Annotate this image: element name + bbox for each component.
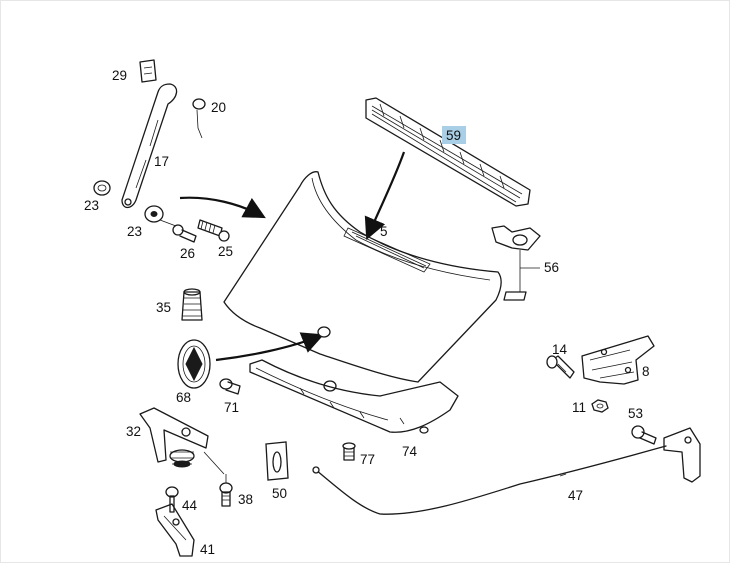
part-68-emblem[interactable] (177, 339, 211, 389)
label-14: 14 (552, 342, 568, 357)
label-68: 68 (176, 390, 191, 405)
label-29: 29 (112, 68, 127, 83)
arrow-grille-to-hood (364, 151, 406, 241)
part-8-hinge[interactable] (581, 335, 655, 385)
label-53: 53 (628, 406, 643, 421)
label-23-upper: 23 (84, 198, 99, 213)
part-47-cable[interactable] (312, 445, 667, 515)
part-56-clip[interactable] (491, 225, 541, 301)
label-59: 59 (446, 128, 461, 143)
part-71-push-clip[interactable] (219, 378, 241, 395)
part-32-latch-bracket[interactable] (139, 407, 209, 463)
part-14-bolt[interactable] (546, 355, 575, 379)
label-47: 47 (568, 488, 583, 503)
part-44-bolt[interactable] (165, 486, 179, 513)
part-59-cowl-grille[interactable] (365, 97, 531, 207)
part-74-hood-inner-frame[interactable] (249, 359, 459, 434)
label-44: 44 (182, 498, 198, 513)
connector-line (203, 451, 227, 484)
label-5: 5 (380, 224, 388, 239)
part-38-bolt[interactable] (219, 482, 233, 507)
part-50-buffer[interactable] (265, 441, 289, 481)
arrow-to-hood (179, 196, 266, 219)
part-41-catch-bracket[interactable] (155, 503, 195, 557)
part-5-hood[interactable] (223, 171, 502, 383)
part-77-bolt[interactable] (342, 442, 356, 461)
label-20: 20 (211, 100, 226, 115)
part-23-nut-upper[interactable] (93, 180, 111, 196)
part-53-fastener[interactable] (631, 425, 657, 445)
label-41: 41 (200, 542, 215, 557)
part-35-bump-stop[interactable] (181, 288, 203, 321)
label-11: 11 (572, 400, 586, 415)
label-25: 25 (218, 244, 233, 259)
label-17: 17 (154, 154, 169, 169)
label-26: 26 (180, 246, 195, 261)
part-17-support-rod[interactable] (121, 83, 178, 209)
part-20-grommet[interactable] (192, 98, 206, 139)
highlight-59 (442, 126, 466, 144)
label-56: 56 (544, 260, 559, 275)
arrow-emblem-to-hood (215, 332, 325, 362)
part-latch-spring[interactable] (169, 449, 195, 468)
part-25-bolt[interactable] (197, 219, 230, 242)
part-29-clip[interactable] (139, 59, 157, 83)
label-32: 32 (126, 424, 141, 439)
part-23-washer-lower[interactable] (144, 205, 164, 223)
label-71: 71 (224, 400, 239, 415)
part-26-screw[interactable] (159, 219, 197, 243)
label-77: 77 (360, 452, 375, 467)
label-8: 8 (642, 364, 650, 379)
emblem-mount-hole (317, 326, 331, 338)
label-74: 74 (402, 444, 418, 459)
label-50: 50 (272, 486, 287, 501)
part-release-lever[interactable] (663, 427, 701, 483)
label-35: 35 (156, 300, 171, 315)
label-23-lower: 23 (127, 224, 142, 239)
label-38: 38 (238, 492, 253, 507)
part-11-nut[interactable] (591, 399, 609, 413)
